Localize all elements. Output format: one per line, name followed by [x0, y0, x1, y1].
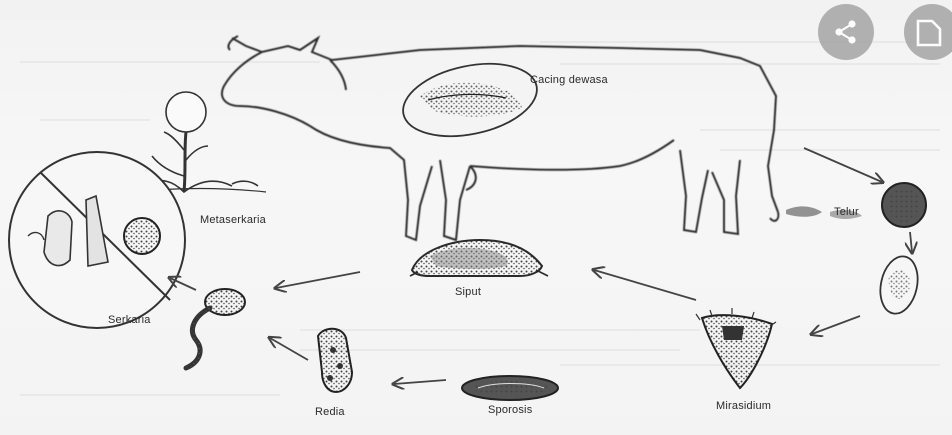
share-icon [831, 17, 861, 47]
egg-drawing [882, 183, 926, 227]
share-button[interactable] [818, 4, 874, 60]
redia-drawing [318, 329, 352, 392]
arrow-miracidium-to-snail [594, 270, 696, 300]
label-redia: Redia [315, 406, 345, 418]
label-cercaria: Serkaria [108, 314, 151, 326]
label-sporocyst: Sporosis [488, 404, 532, 416]
document-button[interactable] [904, 4, 952, 60]
snail-drawing [410, 240, 548, 276]
label-metacercaria: Metaserkaria [200, 214, 266, 226]
arrow-redia-to-cercaria [270, 338, 308, 360]
adult-worm-drawing [396, 53, 543, 148]
arrow-hatching-to-miracidium [812, 316, 860, 334]
hatching-egg-drawing [875, 253, 922, 317]
arrow-cow-to-egg [804, 148, 882, 182]
miracidium-drawing [696, 308, 776, 388]
cercaria-drawing [186, 289, 245, 368]
arrow-sporocyst-to-redia [394, 380, 446, 384]
document-icon [914, 18, 944, 48]
metacercaria-drawing [9, 152, 185, 328]
label-snail: Siput [455, 286, 481, 298]
label-adult-worm: Cacing dewasa [530, 74, 608, 86]
sporocyst-drawing [462, 376, 558, 400]
arrow-snail-to-cercaria [276, 272, 360, 288]
arrow-egg-to-hatching [910, 232, 912, 252]
label-miracidium: Mirasidium [716, 400, 771, 412]
label-egg: Telur [834, 206, 859, 218]
